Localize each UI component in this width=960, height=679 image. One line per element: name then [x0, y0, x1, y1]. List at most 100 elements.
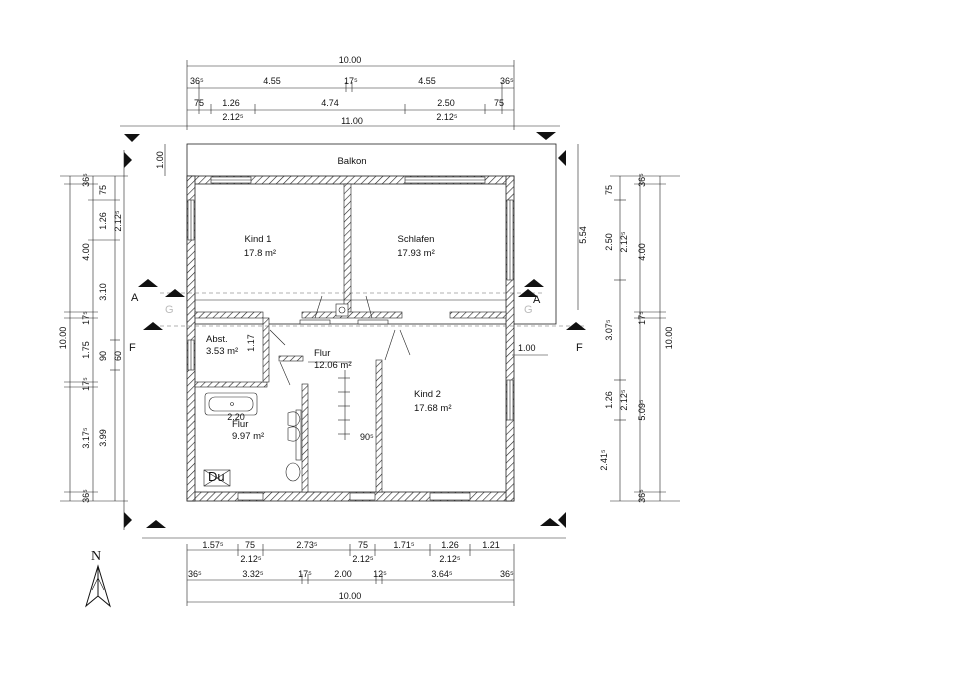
dim-kind2: 1.00	[518, 343, 536, 353]
dim-left-o2: 1.26	[98, 212, 108, 230]
dim-left-balkon: 1.00	[155, 151, 165, 169]
dim-top-r2-3: 2.50	[437, 98, 455, 108]
dim-left-o7: 17⁵	[81, 377, 91, 391]
dim-left-o6: 1.75	[81, 341, 91, 359]
dim-bot-r1-3: 75	[358, 540, 368, 550]
dim-top-r2-1: 1.26	[222, 98, 240, 108]
dim-top-sub-0: 2.12⁵	[222, 112, 244, 122]
dim-right-total: 10.00	[664, 327, 674, 350]
dim-top-r3: 11.00	[341, 116, 363, 126]
north-label: N	[91, 549, 101, 564]
dim-right-i1: 2.50	[604, 233, 614, 251]
dims-top	[120, 60, 560, 130]
dim-bot-r1-0: 1.57⁵	[202, 540, 224, 550]
dim-right-o1: 4.00	[637, 243, 647, 261]
dim-bot-r1-1: 75	[245, 540, 255, 550]
dim-bot-total: 10.00	[339, 591, 362, 601]
stairs	[308, 361, 352, 440]
dim-bot-r2-4: 12⁵	[373, 569, 387, 579]
dim-left-i0: 90	[98, 351, 108, 361]
room-kind1-area: 17.8 m²	[244, 248, 276, 259]
dim-right-balkon: 5.54	[578, 226, 588, 244]
dim-top-r1-2: 17⁵	[344, 76, 358, 86]
balkon-label: Balkon	[337, 156, 366, 167]
dim-bath: 2.20	[227, 412, 245, 422]
dim-bot-sub-0: 2.12⁵	[240, 554, 262, 564]
room-flur-bottom-name: Flur	[232, 419, 248, 430]
dim-left-sub0: 2.12⁵	[113, 210, 123, 232]
dim-left-i1: 3.99	[98, 429, 108, 447]
dim-top-r2-0: 75	[194, 98, 204, 108]
dims-left	[60, 144, 166, 530]
dim-bot-sub-1: 2.12⁵	[352, 554, 374, 564]
bath-fixtures	[203, 392, 302, 487]
dim-bot-r1-2: 2.73⁵	[296, 540, 318, 550]
dim-right-i3: 3.07⁵	[604, 319, 614, 341]
svg-text:F: F	[576, 342, 583, 354]
dim-bot-r2-6: 36⁵	[500, 569, 514, 579]
dim-top-sub-1: 2.12⁵	[436, 112, 458, 122]
dim-top-total: 10.00	[339, 55, 362, 65]
dim-right-o4: 36⁵	[637, 489, 647, 503]
svg-text:F: F	[129, 342, 136, 354]
dim-left-o9: 36⁵	[81, 489, 91, 503]
dim-top-r1-1: 4.55	[263, 76, 281, 86]
dim-right-i4: 1.26	[604, 391, 614, 409]
dim-right-i5: 2.12⁵	[619, 389, 629, 411]
dim-stair: 1.17	[246, 334, 256, 352]
room-flur-top-name: Flur	[314, 348, 330, 359]
dim-door: 90⁵	[360, 432, 374, 442]
dim-right-i2: 2.12⁵	[619, 231, 629, 253]
room-schlafen-area: 17.93 m²	[397, 248, 435, 259]
dim-left-o8: 3.17⁵	[81, 427, 91, 449]
dim-left-o3: 4.00	[81, 243, 91, 261]
dim-bot-r1-6: 1.21	[482, 540, 500, 550]
windows	[187, 176, 514, 501]
svg-text:A: A	[131, 292, 139, 304]
dim-left-o1: 75	[98, 185, 108, 195]
dim-left-i2: 60	[113, 351, 123, 361]
dim-bot-r2-5: 3.64⁵	[431, 569, 453, 579]
dim-bot-r2-0: 36⁵	[188, 569, 202, 579]
room-kind2-area: 17.68 m²	[414, 403, 452, 414]
room-du-label: Du	[208, 469, 225, 484]
dim-top-r1-3: 4.55	[418, 76, 436, 86]
room-abst-area: 3.53 m²	[206, 346, 238, 357]
section-markers: A A F F G G	[124, 132, 586, 528]
dim-top-r2-2: 4.74	[321, 98, 339, 108]
dim-right-i0: 75	[604, 185, 614, 195]
dim-right-o2: 17⁵	[637, 311, 647, 325]
room-abst-name: Abst.	[206, 334, 228, 345]
north-arrow: N	[85, 549, 111, 608]
room-flur-bottom-area: 9.97 m²	[232, 431, 264, 442]
doors	[269, 295, 411, 386]
svg-text:A: A	[533, 294, 541, 306]
dim-right-o0: 36⁵	[637, 173, 647, 187]
interior-walls	[194, 183, 507, 493]
dim-right-i6: 2.41⁵	[599, 449, 609, 471]
room-kind2-name: Kind 2	[414, 389, 441, 400]
room-flur-top-area: 12.06 m²	[314, 360, 352, 371]
dim-bot-r1-5: 1.26	[441, 540, 459, 550]
dim-left-total: 10.00	[58, 327, 68, 350]
svg-text:G: G	[165, 304, 174, 316]
balcony-outline	[186, 143, 557, 325]
room-kind1-name: Kind 1	[245, 234, 272, 245]
dim-bot-r1-4: 1.71⁵	[393, 540, 415, 550]
svg-text:G: G	[524, 304, 533, 316]
dim-bot-r2-3: 2.00	[334, 569, 352, 579]
dim-top-r2-4: 75	[494, 98, 504, 108]
dim-bot-r2-1: 3.32⁵	[242, 569, 264, 579]
dim-right-o3: 5.09⁵	[637, 399, 647, 421]
dim-left-o5: 17⁵	[81, 311, 91, 325]
dim-left-o4: 3.10	[98, 283, 108, 301]
dims-right	[577, 144, 680, 502]
dim-left-o0: 36⁵	[81, 173, 91, 187]
dim-bot-r2-2: 17⁵	[298, 569, 312, 579]
dims-bottom	[142, 537, 566, 606]
dim-top-r1-4: 36⁵	[500, 76, 514, 86]
room-schlafen-name: Schlafen	[398, 234, 435, 245]
dim-bot-sub-2: 2.12⁵	[439, 554, 461, 564]
dim-top-r1-0: 36⁵	[190, 76, 204, 86]
